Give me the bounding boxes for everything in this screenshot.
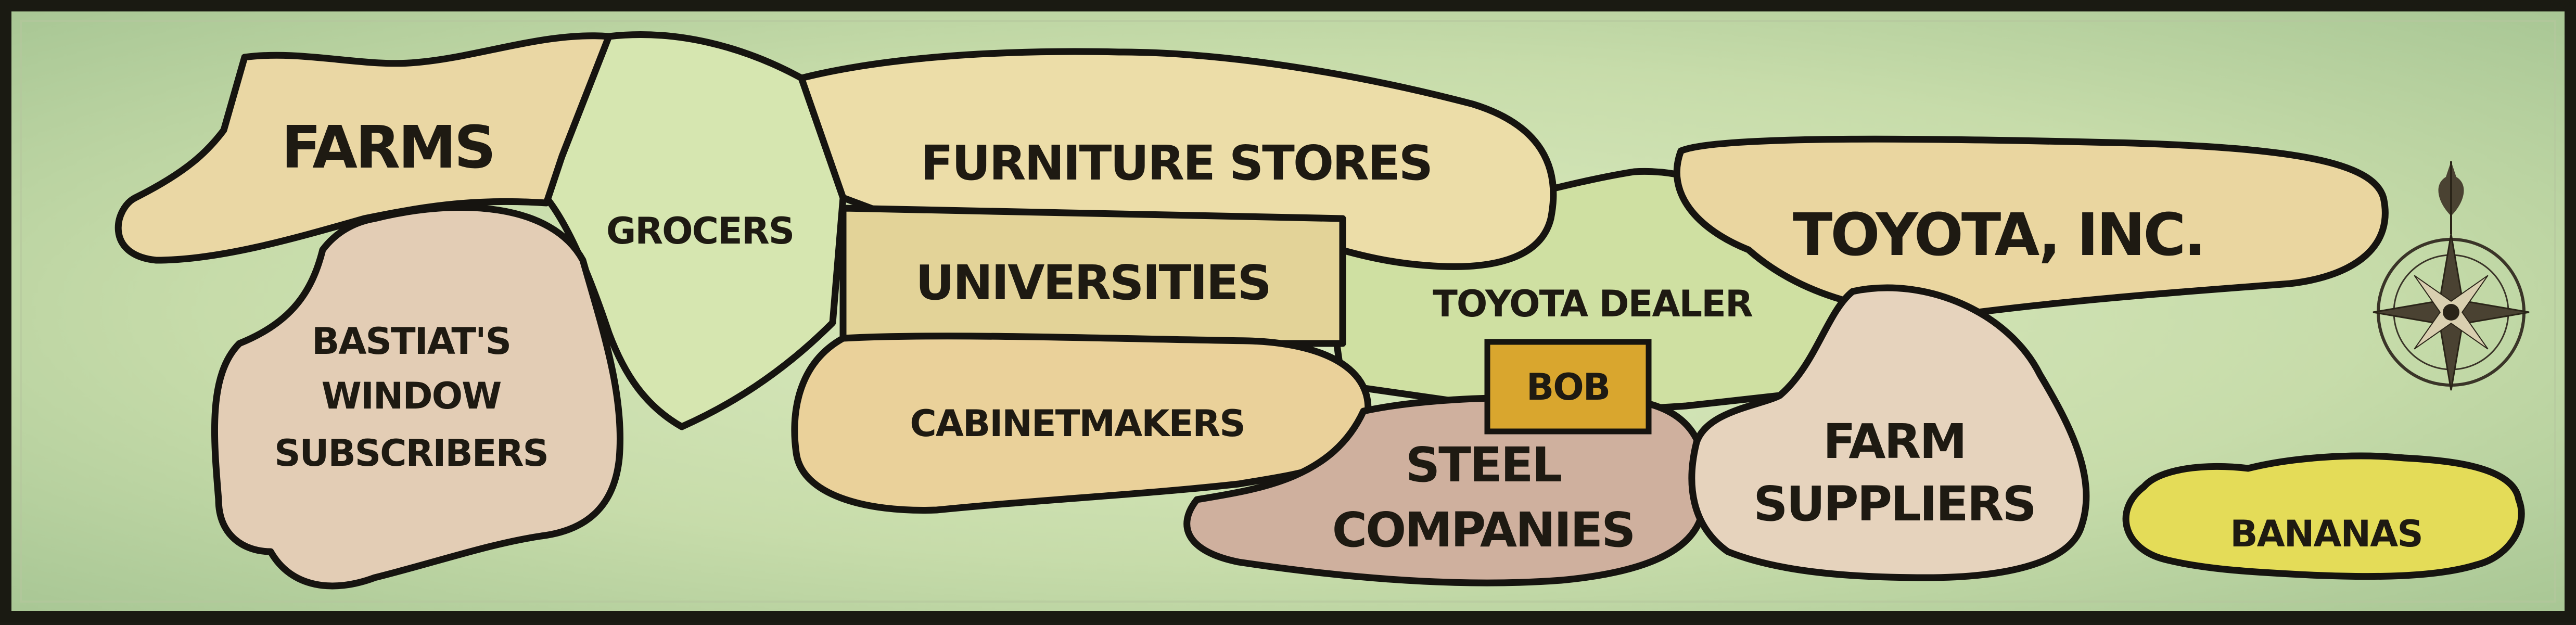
label-bastiats-line-1: BASTIAT'S <box>312 320 511 363</box>
label-steel-companies: STEEL COMPANIES <box>1332 437 1636 558</box>
label-bananas: BANANAS <box>2230 513 2422 555</box>
label-steel-companies-line-1: STEEL <box>1406 437 1562 493</box>
region-cabinetmakers[interactable] <box>791 333 1372 514</box>
region-farm-suppliers[interactable] <box>1688 284 2090 581</box>
label-grocers: GROCERS <box>606 210 794 252</box>
compass-rose-icon <box>2373 161 2530 391</box>
label-farm-suppliers-line-1: FARM <box>1823 414 1966 469</box>
label-farms: FARMS <box>282 114 494 182</box>
region-bob[interactable] <box>1484 339 1652 435</box>
region-toyota-inc[interactable] <box>1673 135 2389 317</box>
region-bastiats-window-subscribers[interactable] <box>211 204 624 590</box>
label-toyota-dealer: TOYOTA DEALER <box>1433 283 1753 325</box>
label-farm-suppliers-line-2: SUPPLIERS <box>1753 476 2035 532</box>
label-bob: BOB <box>1526 366 1610 409</box>
label-farm-suppliers: FARM SUPPLIERS <box>1753 414 2037 532</box>
label-furniture-stores: FURNITURE STORES <box>921 135 1432 191</box>
label-cabinetmakers: CABINETMAKERS <box>910 402 1244 445</box>
label-bastiats-window-subscribers: BASTIAT'S WINDOW SUBSCRIBERS <box>274 320 549 475</box>
region-universities[interactable] <box>839 205 1346 347</box>
label-bastiats-line-3: SUBSCRIBERS <box>274 432 548 475</box>
region-bananas[interactable] <box>2122 452 2525 580</box>
label-toyota-inc: TOYOTA, INC. <box>1793 201 2204 269</box>
label-universities: UNIVERSITIES <box>915 255 1270 311</box>
map-inner-border <box>20 20 2556 603</box>
label-steel-companies-line-2: COMPANIES <box>1332 502 1635 558</box>
label-bastiats-line-2: WINDOW <box>322 375 501 417</box>
